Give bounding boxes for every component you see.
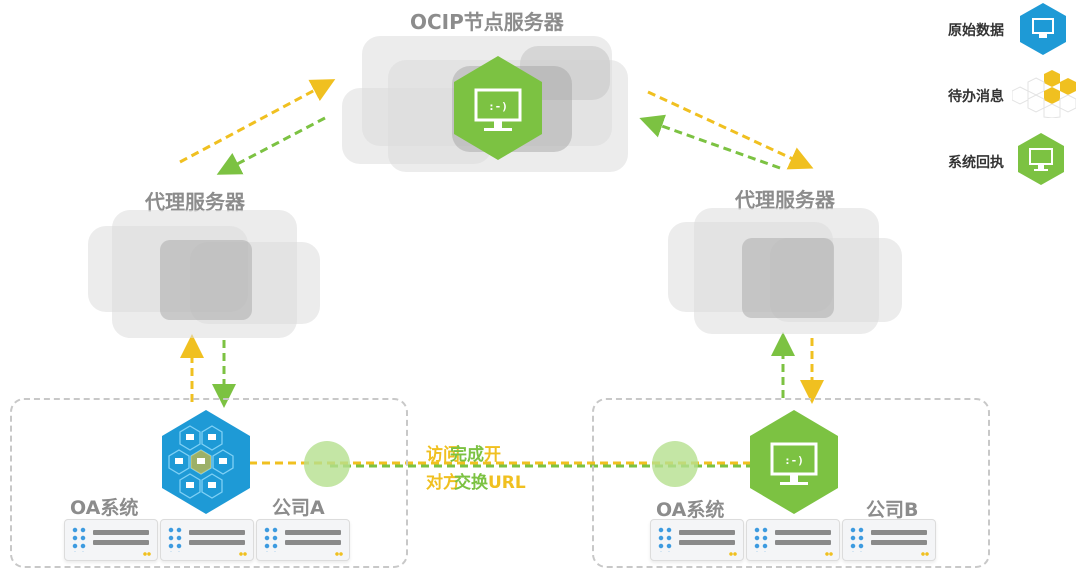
raw-data-hexagon-icon [1020, 3, 1066, 55]
company-b-monitor-hexagon-icon: :-) [750, 410, 838, 514]
company-a-connector-dot [304, 441, 350, 487]
middle-line2-c: URL [488, 473, 526, 493]
ocip-server-monitor-icon: :-) [454, 56, 542, 160]
middle-line2-a: 对方 [426, 473, 460, 493]
company-b-face-text: :-) [784, 454, 804, 467]
middle-line2-b: 交换 [454, 473, 488, 493]
company-b-server-2 [746, 519, 840, 561]
receipt-hexagon-icon [1018, 133, 1064, 185]
middle-line1-b: 完成 [450, 445, 484, 465]
legend-receipt-label: 系统回执 [948, 155, 1004, 171]
legend-raw-data-label: 原始数据 [948, 23, 1004, 39]
pending-honeycomb-icon [1012, 70, 1076, 118]
company-b-connector-dot [652, 441, 698, 487]
arrow-left-up-yellow [179, 79, 336, 164]
middle-line2: 对方交换URL [426, 468, 526, 493]
company-a-name-label: 公司A [272, 497, 325, 519]
company-b-oa-label: OA系统 [656, 499, 725, 521]
legend-pending-label: 待办消息 [948, 89, 1004, 105]
ocip-server-title: OCIP节点服务器 [410, 10, 564, 34]
middle-line1-c: 开 [484, 445, 501, 465]
company-b-server-3 [842, 519, 936, 561]
company-a-server-2 [160, 519, 254, 561]
arrow-left-down-green [216, 116, 326, 175]
company-a-server-3 [256, 519, 350, 561]
company-b-name-label: 公司B [866, 499, 919, 521]
company-b-server-1 [650, 519, 744, 561]
middle-line1: 访问完成开 [426, 440, 501, 465]
arrow-right-up-green [639, 114, 781, 170]
company-a-server-1 [64, 519, 158, 561]
ocip-face-text: :-) [488, 100, 508, 113]
company-a-oa-label: OA系统 [70, 497, 139, 519]
middle-line1-a: 访问 [426, 445, 460, 465]
company-a-data-hexagon-icon [162, 410, 250, 514]
arrow-right-down-yellow [647, 90, 814, 170]
